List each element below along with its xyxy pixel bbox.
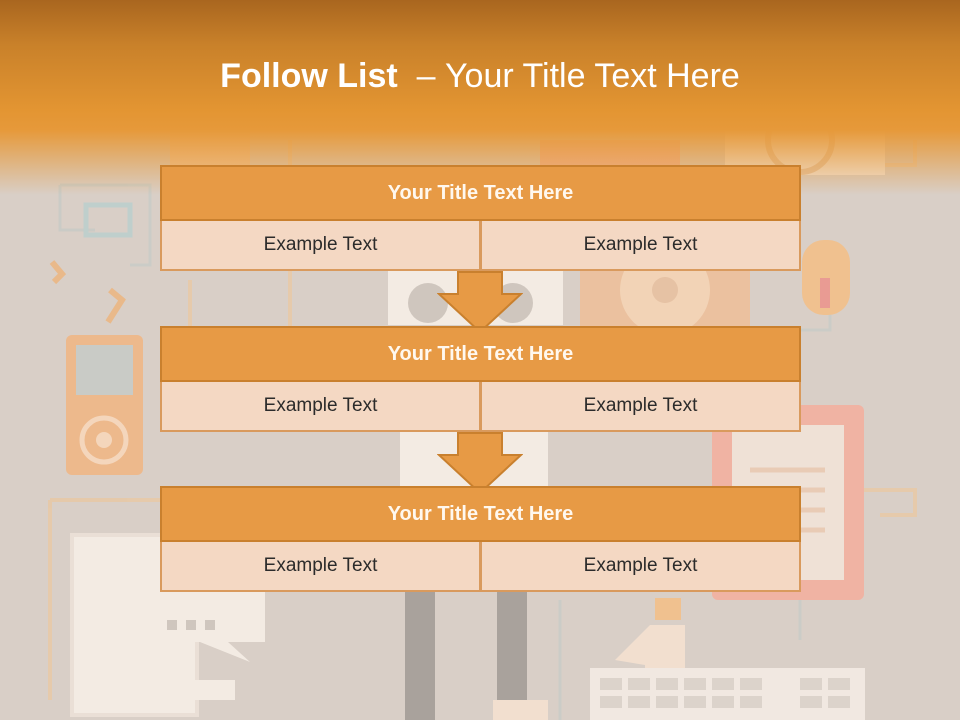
keyboard-icon (590, 668, 865, 720)
block-row: Example Text Example Text (160, 382, 801, 432)
mouse-icon (802, 240, 850, 315)
block-cell-right: Example Text (481, 542, 801, 592)
title-separator: – (416, 57, 436, 95)
down-arrow-icon (437, 432, 523, 495)
block-cell-left: Example Text (160, 382, 481, 432)
block-header: Your Title Text Here (160, 486, 801, 542)
title-bold-part: Follow List (220, 57, 398, 95)
block-header: Your Title Text Here (160, 326, 801, 382)
list-block-3: Your Title Text Here Example Text Exampl… (160, 486, 801, 592)
block-row: Example Text Example Text (160, 221, 801, 271)
block-header: Your Title Text Here (160, 165, 801, 221)
block-cell-left: Example Text (160, 542, 481, 592)
block-row: Example Text Example Text (160, 542, 801, 592)
list-block-2: Your Title Text Here Example Text Exampl… (160, 326, 801, 432)
block-cell-right: Example Text (481, 221, 801, 271)
down-arrow-icon (437, 271, 523, 334)
block-cell-right: Example Text (481, 382, 801, 432)
mp3-player-icon (66, 335, 143, 475)
chat-bubble-icon (157, 590, 265, 662)
block-cell-left: Example Text (160, 221, 481, 271)
music-note-icon (49, 202, 133, 324)
list-block-1: Your Title Text Here Example Text Exampl… (160, 165, 801, 271)
slide-title: Follow List – Your Title Text Here (0, 52, 960, 100)
title-rest-part: Your Title Text Here (445, 57, 740, 95)
